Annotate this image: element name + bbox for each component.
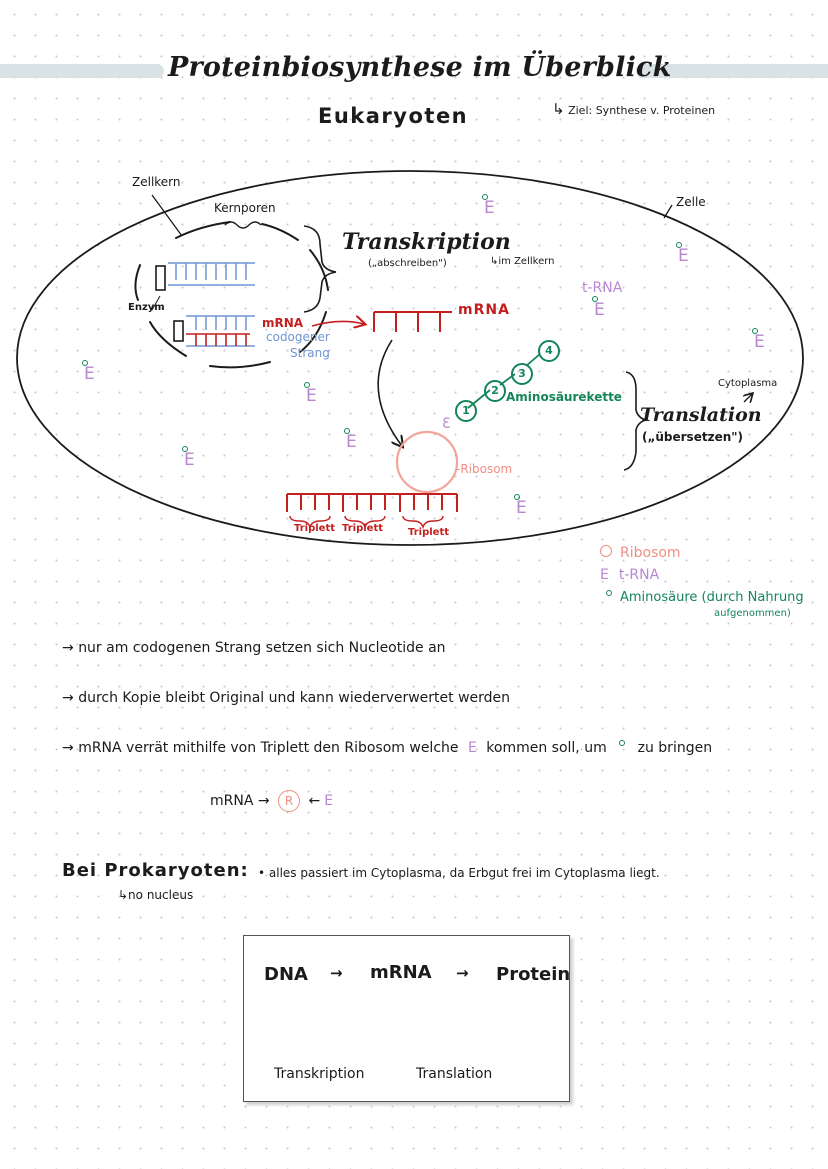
label-translation: Translation bbox=[640, 404, 762, 426]
page-title: Proteinbiosynthese im Überblick bbox=[168, 52, 672, 83]
dna-strand-bottom bbox=[186, 315, 255, 347]
label-triplett-1: Triplett bbox=[294, 523, 336, 534]
trna-e-icon: E bbox=[600, 567, 609, 583]
amino-dot-icon bbox=[619, 740, 626, 746]
note-3-text-a: mRNA verrät mithilfe von Triplett den Ri… bbox=[78, 740, 459, 756]
amino-acid-1: 1 bbox=[455, 400, 477, 422]
label-translation-sub: („übersetzen") bbox=[642, 430, 743, 444]
box-protein: Protein bbox=[496, 964, 571, 985]
prokaryoten-heading: Bei Prokaryoten: bbox=[62, 860, 249, 881]
label-strang: Strang bbox=[290, 346, 330, 360]
cytoplasma-pointer bbox=[744, 394, 752, 402]
label-cytoplasma: Cytoplasma bbox=[718, 378, 778, 389]
box-arrow-1: → bbox=[330, 964, 343, 982]
label-aminosaeurekette: Aminosäurekette bbox=[506, 390, 622, 404]
mrna-strand-nucleus bbox=[186, 333, 250, 346]
formula: mRNA → R ←E bbox=[210, 790, 333, 812]
label-transkription-sub: („abschreiben") bbox=[368, 258, 447, 269]
legend-ribosom: Ribosom bbox=[600, 545, 681, 561]
zellkern-pointer bbox=[151, 194, 183, 237]
translation-brace bbox=[623, 371, 647, 471]
arrow-icon: → bbox=[62, 740, 74, 756]
label-triplett-3: Triplett bbox=[408, 527, 450, 538]
arrow-icon: → bbox=[62, 640, 74, 656]
trna-at-ribosome-icon: Ɛ bbox=[442, 416, 451, 432]
legend-aminosaeure-label-2: aufgenommen) bbox=[714, 608, 791, 619]
label-trna: t-RNA bbox=[582, 280, 623, 296]
kernporen-squiggle bbox=[224, 221, 262, 229]
note-2-text: durch Kopie bleibt Original und kann wie… bbox=[78, 690, 511, 706]
note-3-text-c: zu bringen bbox=[637, 740, 713, 756]
cell-membrane bbox=[16, 170, 804, 546]
note-1-text: nur am codogenen Strang setzen sich Nucl… bbox=[78, 640, 446, 656]
label-mrna-nucleus: mRNA bbox=[262, 316, 304, 330]
box-transkription: Transkription bbox=[274, 1066, 365, 1082]
prokaryoten-text: • alles passiert im Cytoplasma, da Erbgu… bbox=[258, 866, 660, 880]
label-transkription: Transkription bbox=[342, 229, 511, 255]
goal-text: Ziel: Synthese v. Proteinen bbox=[568, 104, 716, 117]
amino-acid-2: 2 bbox=[484, 380, 506, 402]
dna-strand-top bbox=[168, 262, 255, 286]
amino-acid-3: 3 bbox=[511, 363, 533, 385]
label-triplett-2: Triplett bbox=[342, 523, 384, 534]
enzyme-box-1 bbox=[155, 265, 166, 291]
legend-aminosaeure-label: Aminosäure (durch Nahrung bbox=[620, 590, 804, 605]
enzyme-box-2 bbox=[173, 320, 184, 342]
transkription-brace bbox=[303, 225, 337, 313]
note-3-text-b: kommen soll, um bbox=[486, 740, 607, 756]
legend-trna-label: t-RNA bbox=[618, 567, 660, 583]
title-bar-left bbox=[0, 64, 164, 78]
label-mrna-cytoplasm: mRNA bbox=[458, 302, 510, 318]
prokaryote-summary-box: DNA → mRNA → Protein Transkription Trans… bbox=[243, 935, 570, 1102]
formula-left: mRNA → bbox=[210, 793, 270, 809]
formula-arrow: ← bbox=[308, 793, 321, 809]
trna-e-icon: E bbox=[467, 740, 477, 756]
enzyme-pointer bbox=[151, 295, 161, 311]
legend-aminosaeure: Aminosäure (durch Nahrung bbox=[606, 590, 804, 605]
mrna-strand-cytoplasm bbox=[373, 311, 452, 332]
note-3: → mRNA verrät mithilfe von Triplett den … bbox=[62, 740, 712, 756]
label-kernporen: Kernporen bbox=[214, 201, 276, 215]
box-dna: DNA bbox=[264, 964, 308, 985]
prokaryoten-sub: ↳no nucleus bbox=[118, 888, 194, 902]
title-bar-right bbox=[636, 64, 828, 78]
mrna-export-arrow bbox=[311, 321, 364, 326]
goal-note: ↳ Ziel: Synthese v. Proteinen bbox=[552, 100, 715, 118]
note-2: → durch Kopie bleibt Original und kann w… bbox=[62, 690, 510, 706]
mrna-strand-ribosome bbox=[286, 493, 458, 530]
label-enzym: Enzym bbox=[128, 302, 165, 313]
ribosome bbox=[395, 430, 459, 494]
nucleus-envelope bbox=[134, 221, 329, 369]
amino-acid-4: 4 bbox=[538, 340, 560, 362]
label-ribosom: -Ribosom bbox=[456, 462, 513, 476]
legend-ribosom-label: Ribosom bbox=[620, 545, 681, 561]
ribosom-circle-icon bbox=[600, 545, 612, 557]
trna-e-icon: E bbox=[324, 793, 334, 809]
box-translation: Translation bbox=[416, 1066, 493, 1082]
label-im-zellkern: ↳im Zellkern bbox=[490, 256, 555, 267]
note-1: → nur am codogenen Strang setzen sich Nu… bbox=[62, 640, 446, 656]
label-codogener: codogener bbox=[266, 330, 330, 344]
amino-dot-icon bbox=[606, 590, 612, 596]
label-zellkern: Zellkern bbox=[132, 175, 181, 189]
ribosom-r-icon: R bbox=[278, 790, 301, 812]
box-arrow-2: → bbox=[456, 964, 469, 982]
page-subtitle: Eukaryoten bbox=[318, 104, 469, 128]
zelle-pointer bbox=[663, 204, 673, 219]
box-mrna: mRNA bbox=[370, 962, 432, 983]
arrow-icon: → bbox=[62, 690, 74, 706]
goal-arrow-icon: ↳ bbox=[552, 100, 565, 118]
label-zelle: Zelle bbox=[676, 195, 706, 209]
mrna-to-ribosome-arrow bbox=[377, 339, 402, 446]
